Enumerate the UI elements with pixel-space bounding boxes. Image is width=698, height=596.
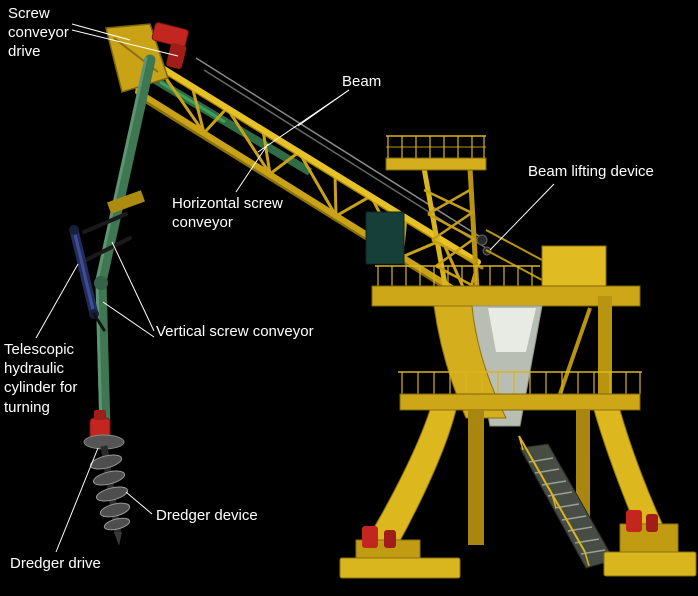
label-vertical-screw-conveyor: Vertical screw conveyor (156, 323, 314, 340)
gantry-foot-right (603, 510, 697, 577)
label-dredger-drive: Dredger drive (10, 555, 101, 572)
hoist-cables (195, 57, 487, 249)
leader-vertical-screw-conveyor-2 (102, 301, 155, 338)
label-screw-conveyor-drive: Screw conveyor drive (8, 5, 69, 61)
boom-truss (117, 39, 484, 308)
label-beam: Beam (342, 73, 382, 90)
leader-beam-lifting-device (489, 183, 555, 251)
leader-dredger-device (125, 491, 153, 515)
leader-horizontal-screw-conveyor (235, 143, 269, 193)
gantry-foot-left (339, 526, 461, 579)
slewing-column (433, 305, 507, 419)
vertical-screw-conveyor-mast (82, 54, 156, 436)
label-telescopic-cylinder: Telescopic hydraulic cylinder for turnin… (4, 341, 78, 416)
portal-legs (361, 409, 667, 549)
leader-vertical-screw-conveyor (111, 241, 155, 332)
leader-lines (35, 23, 555, 553)
label-dredger-device: Dredger device (156, 507, 258, 524)
leader-screw-conveyor-drive-2 (71, 29, 179, 57)
leader-screw-conveyor-drive (71, 23, 131, 41)
machinery-house (365, 211, 405, 265)
dredger-auger (89, 445, 131, 546)
leader-telescopic-cylinder (35, 263, 79, 339)
label-horizontal-screw-conveyor: Horizontal screw conveyor (172, 195, 283, 232)
telescopic-cylinder (69, 225, 106, 332)
leader-dredger-drive (55, 447, 99, 553)
staircase (518, 435, 615, 569)
dredger-drive-motor (83, 410, 125, 450)
lower-platform (398, 371, 642, 411)
label-beam-lifting-device: Beam lifting device (528, 163, 654, 180)
leader-beam-2 (297, 89, 350, 127)
